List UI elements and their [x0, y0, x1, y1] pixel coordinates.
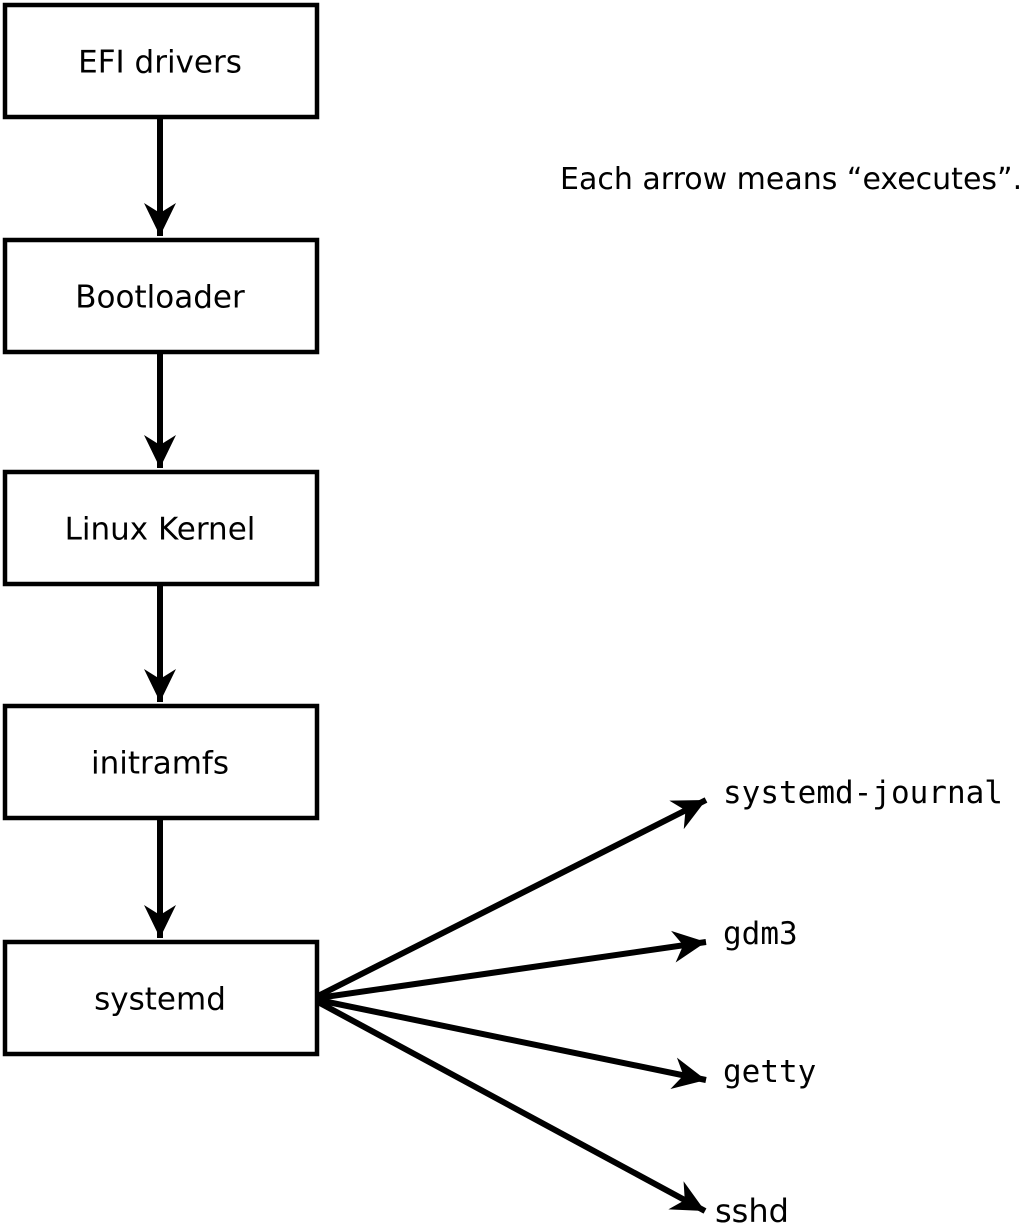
flow-box-linux-kernel-rect	[2, 469, 320, 587]
flow-box-systemd-rect	[2, 939, 320, 1057]
flow-box-efi-drivers-rect	[2, 2, 320, 120]
flow-box-bootloader-rect	[2, 237, 320, 355]
arrow-systemd-to-systemd-journal	[316, 797, 708, 999]
flow-box-systemd: systemd	[2, 939, 320, 1057]
flow-box-linux-kernel: Linux Kernel	[2, 469, 320, 587]
arrow-meaning-note: Each arrow means “executes”.	[560, 162, 1022, 197]
service-label-gdm3: gdm3	[723, 916, 798, 952]
flow-box-initramfs-rect	[2, 703, 320, 821]
service-label-getty: getty	[723, 1054, 816, 1090]
flow-box-bootloader-label: Bootloader	[75, 280, 245, 316]
arrow-systemd-to-gdm3	[317, 930, 707, 1001]
service-label-systemd-journal: systemd-journal	[723, 775, 1003, 811]
flow-box-bootloader: Bootloader	[2, 237, 320, 355]
flow-box-efi-drivers-label: EFI drivers	[78, 45, 242, 81]
arrow-systemd-to-sshd	[316, 999, 707, 1214]
flow-box-initramfs-label: initramfs	[91, 746, 229, 782]
arrow-systemd-to-getty	[317, 997, 707, 1090]
flow-box-systemd-label: systemd	[94, 982, 226, 1018]
service-label-sshd: sshd	[715, 1192, 789, 1230]
flow-box-efi-drivers: EFI drivers	[2, 2, 320, 120]
flow-box-linux-kernel-label: Linux Kernel	[65, 512, 256, 548]
flow-box-initramfs: initramfs	[2, 703, 320, 821]
